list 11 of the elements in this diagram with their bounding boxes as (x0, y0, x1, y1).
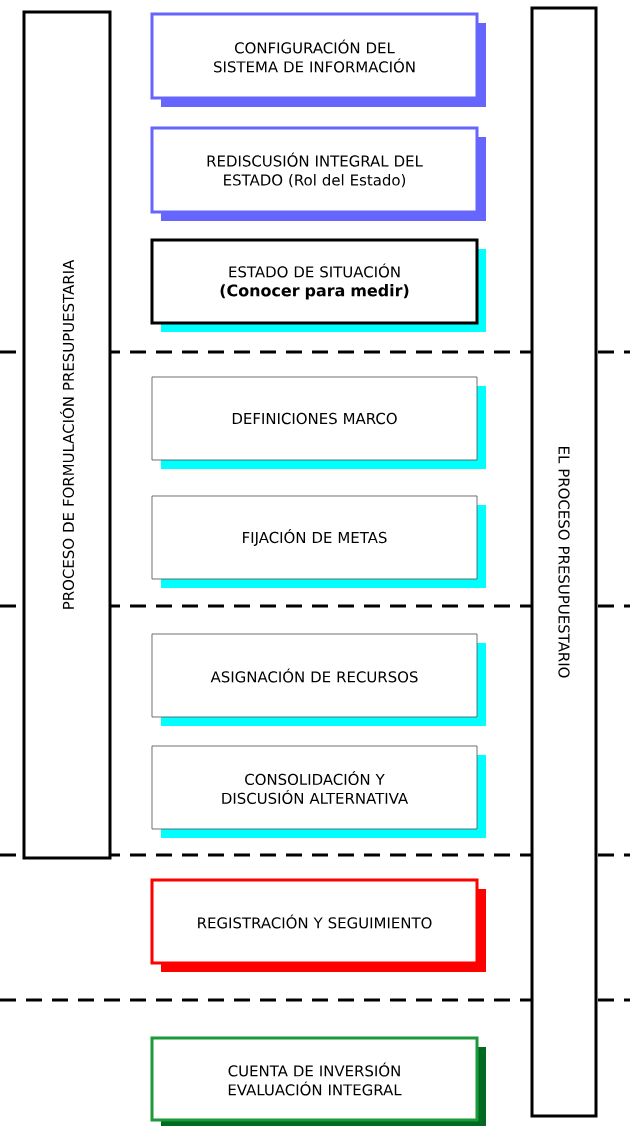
vertical-bar: PROCESO DE FORMULACIÓN PRESUPUESTARIA (22, 10, 112, 860)
process-box: ASIGNACIÓN DE RECURSOS (151, 633, 486, 726)
process-box: CUENTA DE INVERSIÓN EVALUACIÓN INTEGRAL (150, 1036, 486, 1126)
process-box: REDISCUSIÓN INTEGRAL DEL ESTADO (Rol del Estado) (150, 126, 486, 221)
process-box: REGISTRACIÓN Y SEGUIMIENTO (150, 878, 486, 972)
vertical-bar: EL PROCESO PRESUPUESTARIO (530, 6, 598, 1118)
process-box: FIJACIÓN DE METAS (151, 495, 486, 588)
process-box: CONFIGURACIÓN DEL SISTEMA DE INFORMACIÓN (150, 12, 486, 107)
process-box: ESTADO DE SITUACIÓN (Conocer para medir) (150, 238, 486, 332)
process-box: CONSOLIDACIÓN Y DISCUSIÓN ALTERNATIVA (151, 745, 486, 838)
process-box: DEFINICIONES MARCO (151, 376, 486, 469)
